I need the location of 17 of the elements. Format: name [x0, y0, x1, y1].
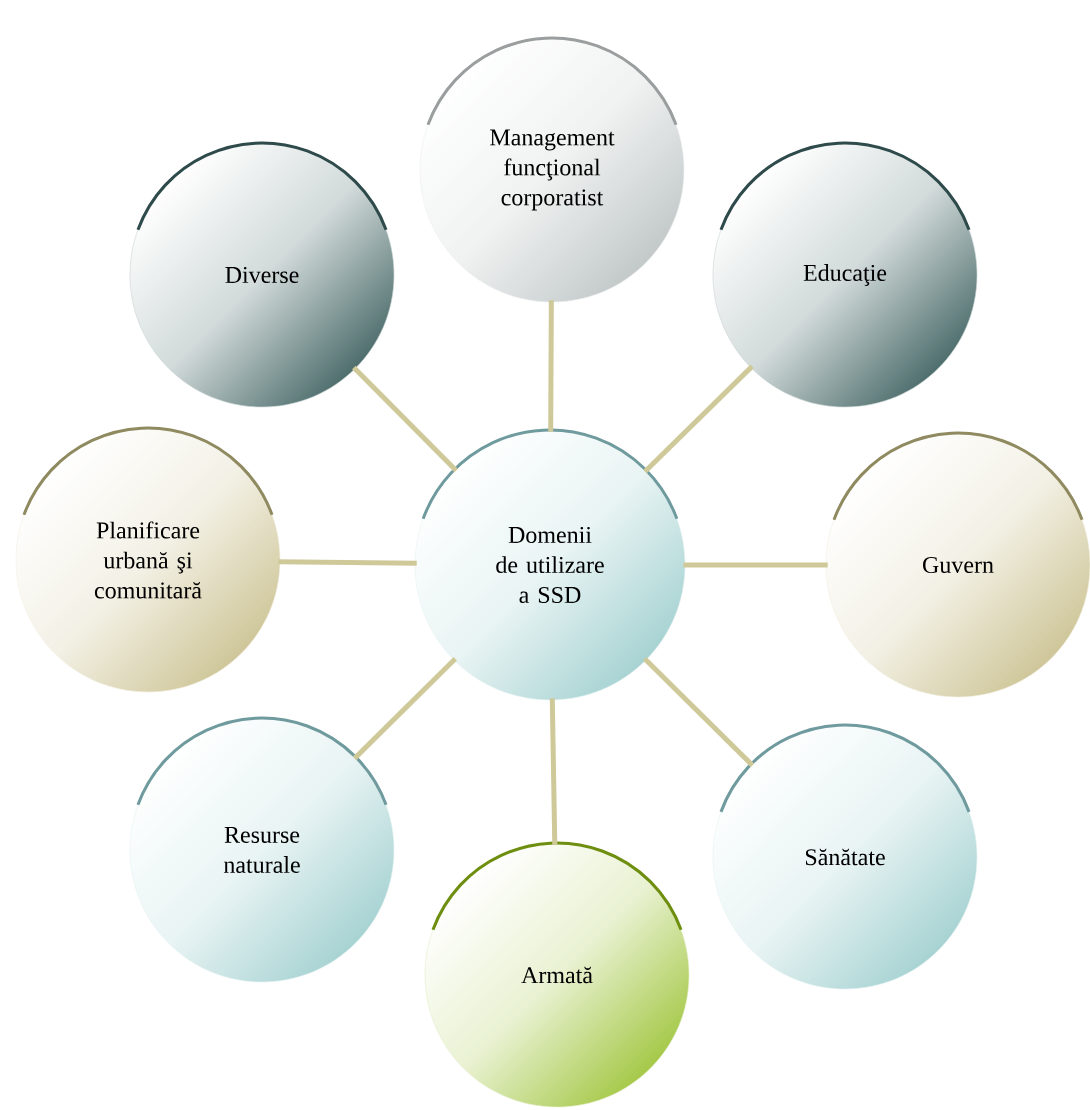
circle-node: Educaţie: [712, 141, 978, 408]
circle-node: Resurse naturale: [129, 716, 395, 983]
circle-node: Domenii de utilizare a SSD: [414, 428, 686, 701]
connector-line: [643, 657, 755, 768]
circle-node: Sănătate: [712, 723, 978, 990]
circle-node: Armată: [424, 841, 690, 1108]
circle-node: Planificare urbană şi comunitară: [15, 426, 281, 693]
circle-node: Management funcţional corporatist: [419, 36, 685, 303]
connector-line: [548, 300, 554, 432]
circle-node: Guvern: [825, 431, 1090, 698]
connector-line: [683, 562, 828, 568]
connector-line: [549, 698, 558, 845]
circle-node: Diverse: [129, 141, 395, 408]
connector-line: [352, 365, 458, 473]
connector-line: [278, 559, 417, 566]
connector-line: [352, 657, 457, 761]
connector-line: [643, 364, 754, 474]
